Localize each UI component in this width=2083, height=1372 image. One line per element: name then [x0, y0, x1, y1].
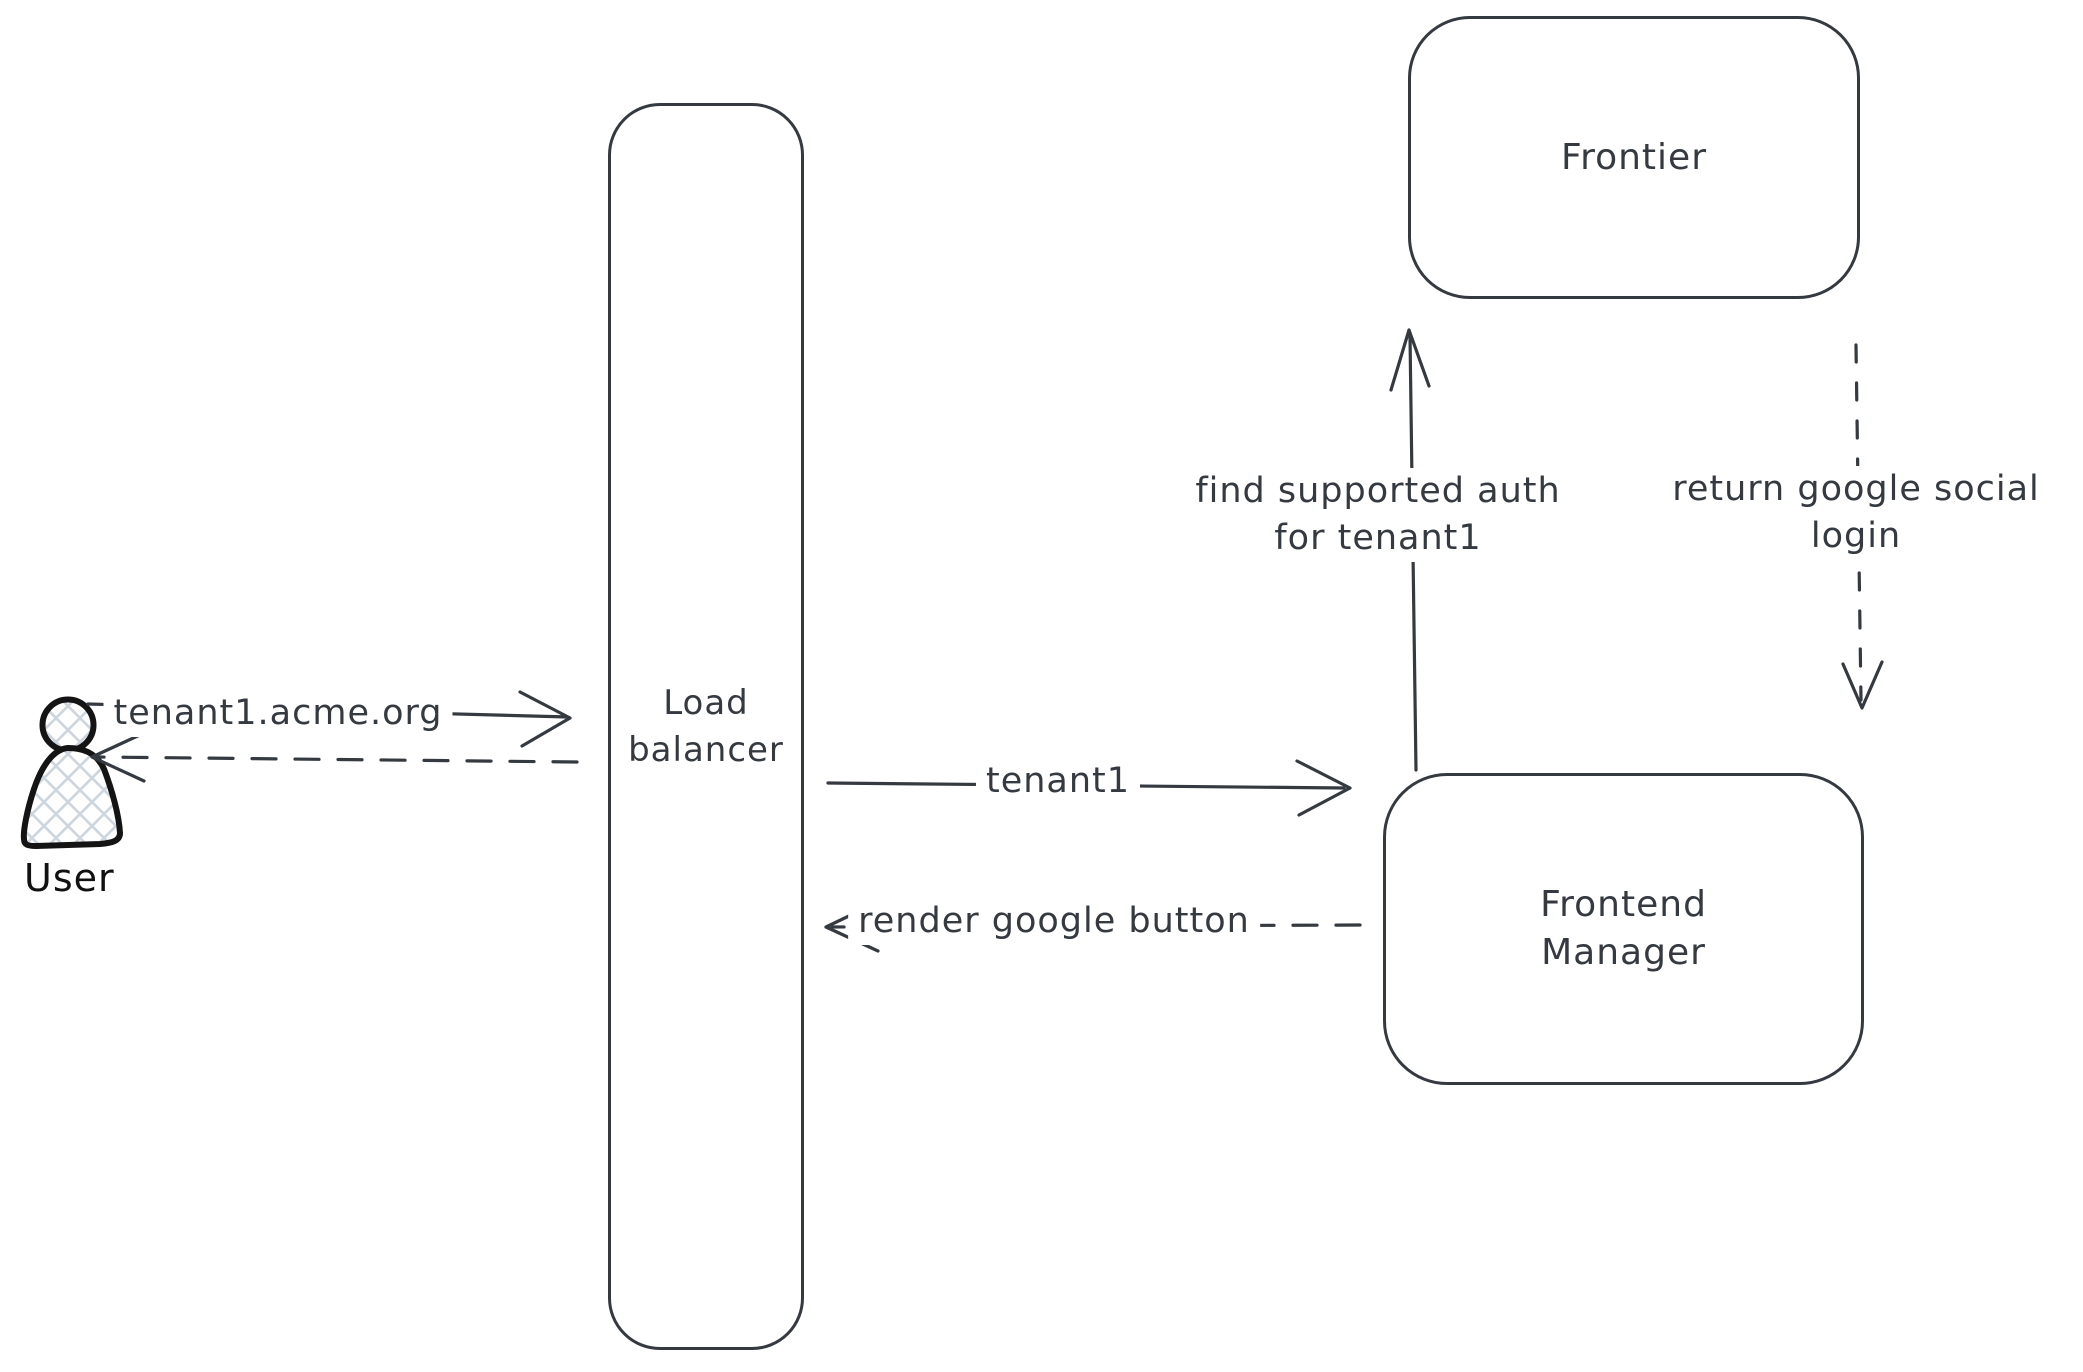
frontend-manager-label-line1: Frontend	[1540, 884, 1707, 925]
load-balancer-node: Load balancer	[608, 103, 804, 1350]
user-head	[39, 696, 97, 754]
label-render-google-button: render google button	[848, 898, 1260, 945]
frontier-label: Frontier	[1560, 136, 1707, 178]
label-return-google-social-login-line2: login	[1810, 516, 1902, 556]
label-find-supported-auth-line1: find supported auth	[1195, 471, 1561, 511]
label-find-supported-auth: find supported auth for tenant1	[1185, 468, 1571, 562]
load-balancer-label-line2: balancer	[628, 729, 784, 770]
arrowhead-frontier-to-frontend-manager-return	[1841, 660, 1884, 710]
arrow-loadbalancer-to-user-return	[96, 755, 579, 764]
label-tenant1-acme-org: tenant1.acme.org	[103, 690, 453, 737]
frontend-manager-node: Frontend Manager	[1383, 773, 1864, 1085]
load-balancer-label: Load balancer	[628, 680, 784, 774]
label-find-supported-auth-line2: for tenant1	[1274, 518, 1482, 558]
frontend-manager-label: Frontend Manager	[1540, 881, 1707, 977]
frontend-manager-label-line2: Manager	[1541, 932, 1706, 973]
label-tenant1: tenant1	[975, 758, 1141, 805]
label-return-google-social-login-line1: return google social	[1672, 469, 2040, 509]
load-balancer-label-line1: Load	[663, 682, 749, 723]
label-return-google-social-login: return google social login	[1662, 466, 2050, 560]
frontier-node: Frontier	[1408, 16, 1860, 299]
user-body	[20, 744, 124, 850]
user-label: User	[24, 856, 115, 900]
